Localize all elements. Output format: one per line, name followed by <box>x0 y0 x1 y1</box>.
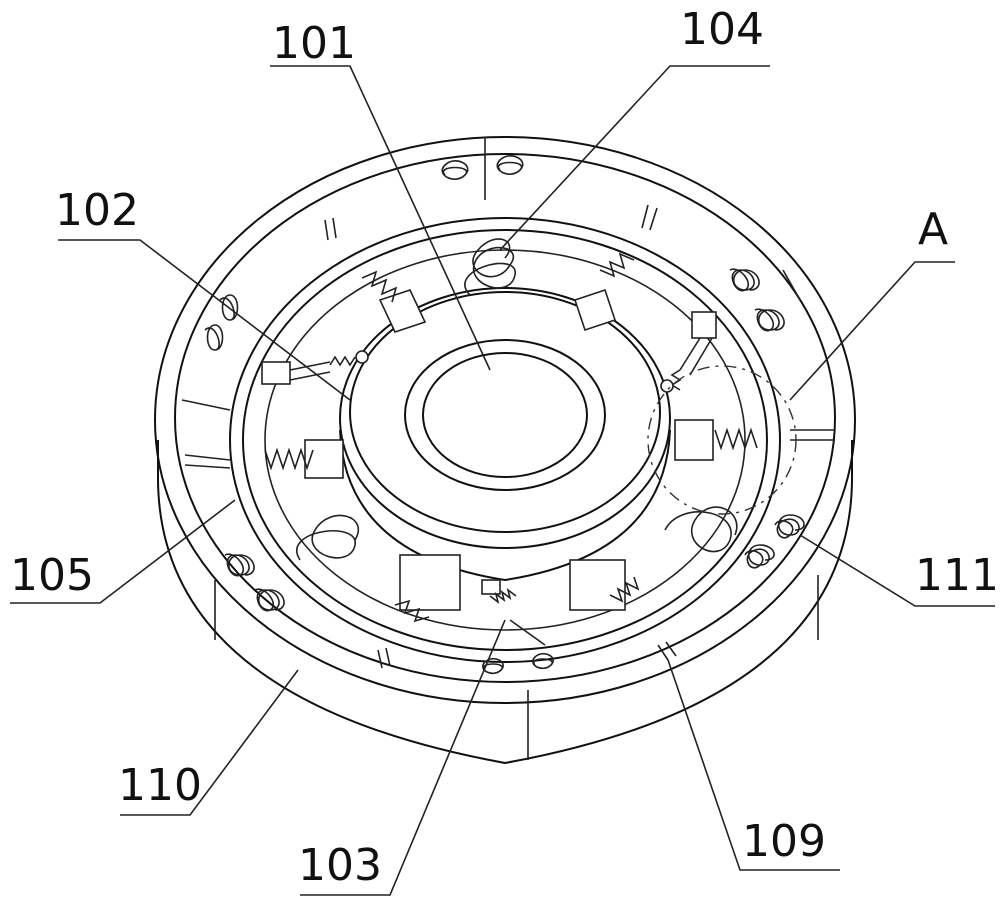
label-111: 111 <box>915 550 999 601</box>
outer-springs-111 <box>205 156 804 673</box>
label-104: 104 <box>680 4 764 55</box>
label-110: 110 <box>118 760 202 811</box>
label-105: 105 <box>10 550 94 601</box>
label-102: 102 <box>55 185 139 236</box>
label-a: A <box>918 204 948 255</box>
label-101: 101 <box>272 18 356 69</box>
label-103: 103 <box>298 840 382 891</box>
center-hub-101 <box>340 288 670 580</box>
label-109: 109 <box>742 816 826 867</box>
